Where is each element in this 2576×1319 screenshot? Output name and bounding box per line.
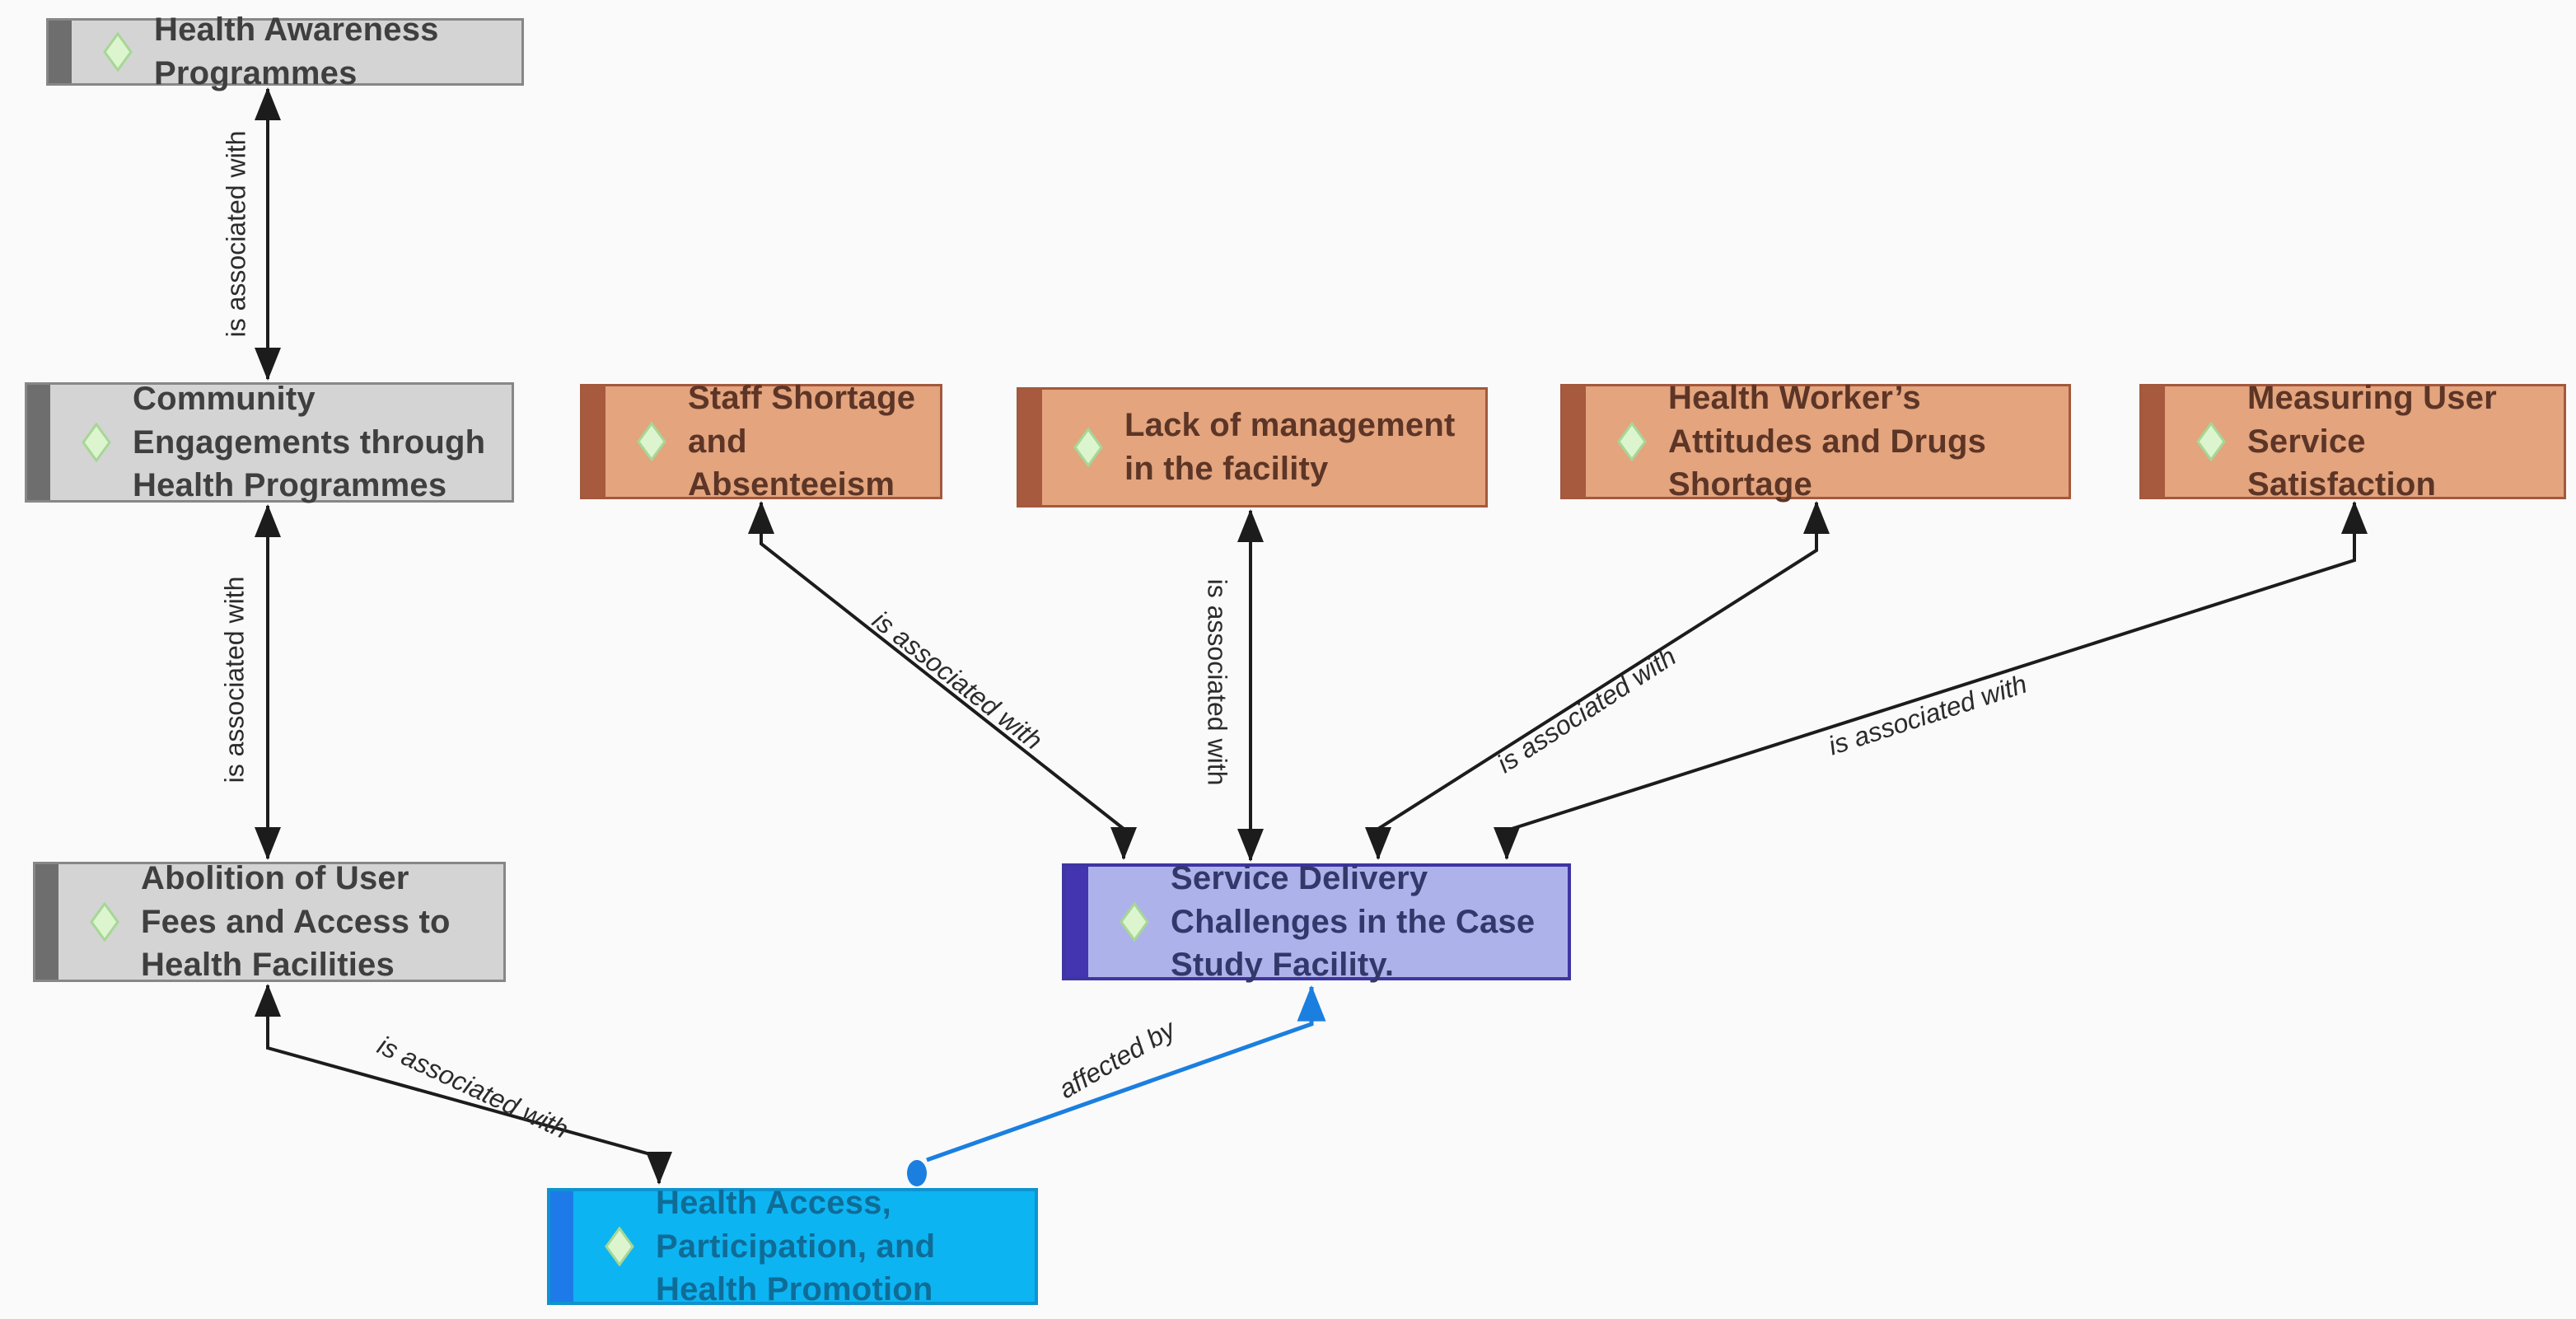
code-diamond-icon [1073, 428, 1103, 467]
edge-label-is-associated-with[interactable]: is associated with [1491, 641, 1681, 779]
node-label: Health Worker’s Attitudes and Drugs Shor… [1668, 379, 1987, 503]
edge-healthworkers-servicedelivery[interactable] [1365, 501, 1830, 860]
code-diamond-icon [1120, 902, 1149, 942]
node-lack-of-management[interactable]: Lack of management in the facility [1017, 387, 1488, 507]
node-accent-strip [582, 386, 605, 497]
edge-label-is-associated-with[interactable]: is associated with [221, 130, 251, 338]
edge-label-is-associated-with[interactable]: is associated with [1202, 578, 1232, 786]
edge-label-affected-by[interactable]: affected by [1053, 1013, 1180, 1105]
node-label: Abolition of User Fees and Access to Hea… [141, 859, 451, 984]
node-measuring-user-satisfaction[interactable]: Measuring User Service Satisfaction [2139, 380, 2566, 503]
node-health-access-participation[interactable]: Health Access, Participation, and Health… [547, 1185, 1038, 1307]
edge-label-is-associated-with[interactable]: is associated with [219, 576, 250, 783]
edge-label-is-associated-with[interactable]: is associated with [1825, 668, 2031, 761]
node-accent-strip [2142, 386, 2165, 497]
node-label: Service Delivery Challenges in the Case … [1171, 859, 1536, 984]
node-label: Health Access, Participation, and Health… [656, 1184, 936, 1308]
node-label: Staff Shortage and Absenteeism [688, 379, 916, 503]
node-label: Lack of management in the facility [1124, 407, 1456, 487]
code-diamond-icon [605, 1227, 634, 1266]
node-accent-strip [1065, 867, 1088, 977]
node-service-delivery-challenges[interactable]: Service Delivery Challenges in the Case … [1062, 860, 1571, 983]
node-accent-strip [27, 385, 50, 500]
edge-label-is-associated-with[interactable]: is associated with [867, 605, 1049, 755]
code-diamond-icon [82, 423, 111, 462]
node-staff-shortage[interactable]: Staff Shortage and Absenteeism [580, 380, 942, 503]
node-label: Health Awareness Programmes [154, 12, 439, 91]
node-label: Community Engagements through Health Pro… [133, 380, 486, 504]
node-accent-strip [550, 1191, 573, 1302]
node-health-workers-attitudes[interactable]: Health Worker’s Attitudes and Drugs Shor… [1560, 380, 2071, 503]
code-diamond-icon [2196, 422, 2226, 461]
node-health-awareness-programmes[interactable]: Health Awareness Programmes [46, 12, 524, 91]
node-accent-strip [49, 21, 72, 83]
node-accent-strip [35, 864, 58, 980]
code-diamond-icon [103, 32, 133, 72]
code-diamond-icon [637, 422, 666, 461]
node-label: Measuring User Service Satisfaction [2247, 379, 2497, 503]
edge-label-is-associated-with[interactable]: is associated with [372, 1030, 573, 1144]
node-abolition-user-fees[interactable]: Abolition of User Fees and Access to Hea… [33, 860, 506, 983]
node-community-engagements[interactable]: Community Engagements through Health Pro… [25, 381, 514, 503]
node-accent-strip [1563, 386, 1586, 497]
node-accent-strip [1019, 390, 1042, 505]
code-diamond-icon [1617, 422, 1647, 461]
code-diamond-icon [90, 902, 119, 942]
